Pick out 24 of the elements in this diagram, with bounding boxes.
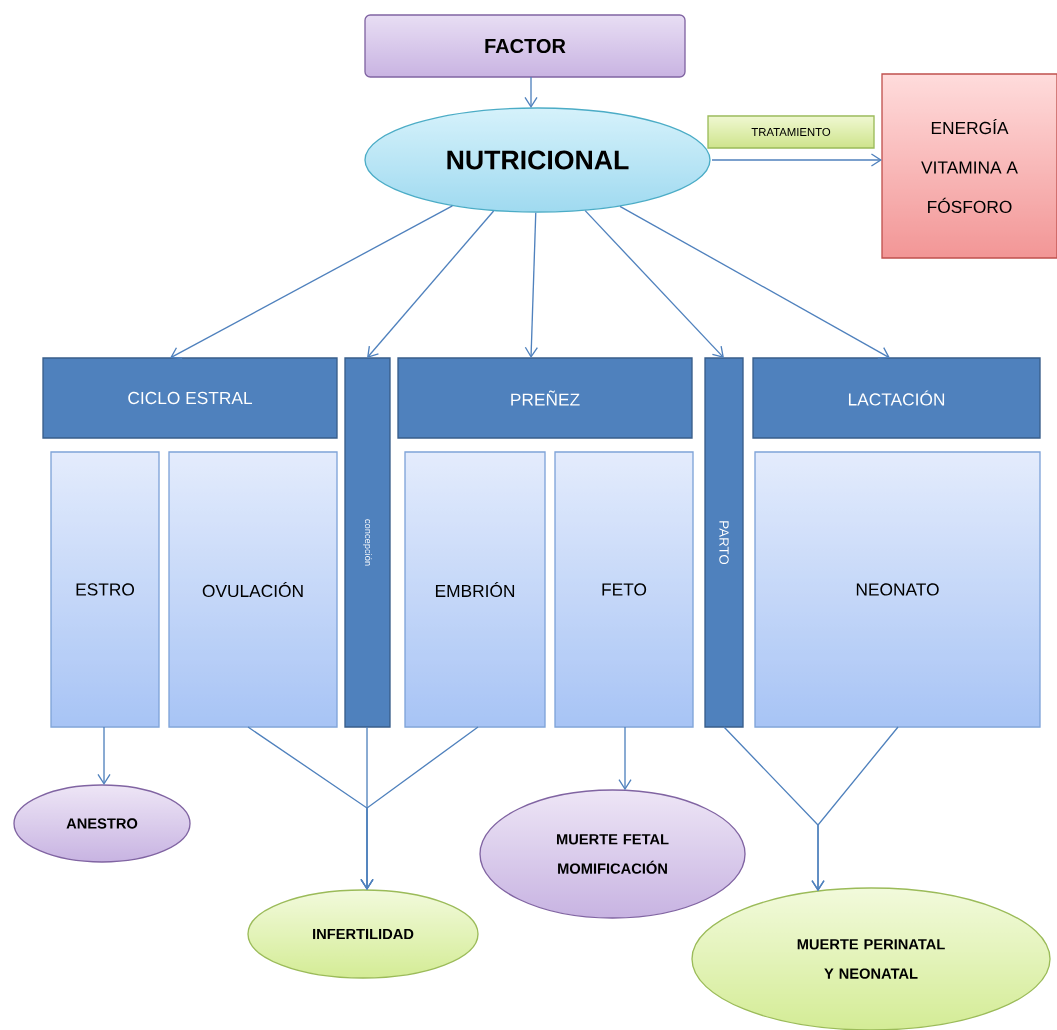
label-box: TRATAMIENTO bbox=[707, 115, 875, 149]
stage-box: ESTRO bbox=[50, 451, 160, 728]
arrow bbox=[811, 726, 899, 892]
arrow bbox=[360, 726, 374, 891]
category-header: CICLO ESTRAL bbox=[42, 357, 338, 439]
category-header: PREÑEZ bbox=[397, 357, 693, 439]
title-box: FACTOR bbox=[364, 14, 686, 78]
stage-box: NEONATO bbox=[754, 451, 1041, 728]
vertical-band: PARTO bbox=[704, 357, 744, 728]
arrow bbox=[367, 210, 495, 358]
stage-box: OVULACIÓN bbox=[168, 451, 338, 728]
arrow bbox=[618, 726, 632, 791]
arrow bbox=[524, 76, 538, 109]
list-box: ENERGÍA VITAMINA A FÓSFORO bbox=[881, 73, 1057, 259]
arrow bbox=[619, 205, 890, 359]
stage-box: EMBRIÓN bbox=[404, 451, 546, 728]
arrow bbox=[524, 212, 538, 358]
arrow bbox=[97, 726, 111, 785]
arrow bbox=[711, 153, 882, 167]
category-header: LACTACIÓN bbox=[752, 357, 1041, 439]
arrow bbox=[170, 205, 454, 359]
vertical-band: concepción bbox=[344, 357, 391, 728]
stage-box: FETO bbox=[554, 451, 694, 728]
arrow bbox=[584, 209, 724, 358]
